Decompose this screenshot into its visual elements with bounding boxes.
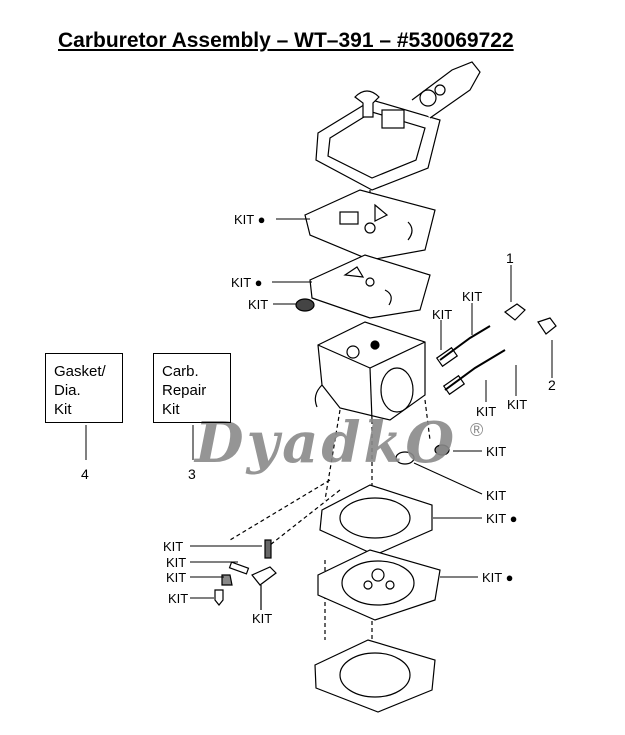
welch-plug <box>434 444 450 456</box>
gasket-dia-kit-box: Gasket/ Dia. Kit <box>45 353 123 423</box>
kit-label: KIT ● <box>482 570 514 585</box>
limiter-cap-2 <box>537 317 557 335</box>
kit-label: KIT <box>163 539 184 554</box>
kit-label: KIT <box>507 397 528 412</box>
pump-cover <box>315 61 481 191</box>
pump-gasket <box>309 254 431 319</box>
box-line: Dia. <box>54 382 81 399</box>
inlet-screen <box>295 298 315 312</box>
carburetor-body <box>314 321 426 421</box>
kit-label: KIT <box>166 555 187 570</box>
leader-lines <box>85 218 553 599</box>
callout-1: 1 <box>506 250 514 266</box>
carb-repair-kit-box: Carb. Repair Kit <box>153 353 231 423</box>
mixture-needles <box>435 325 506 396</box>
metering-diaphragm <box>317 549 441 621</box>
diagram-title: Carburetor Assembly – WT–391 – #53006972… <box>58 29 514 52</box>
box-line: Kit <box>162 401 180 418</box>
inlet-needle-parts <box>214 539 277 610</box>
watermark-logo: DyadkO <box>195 410 458 476</box>
kit-label: KIT <box>486 444 507 459</box>
box-line: Repair <box>162 382 207 399</box>
metering-cover <box>314 639 436 713</box>
kit-label: KIT <box>432 307 453 322</box>
kit-label: KIT ● <box>231 275 263 290</box>
callout-4: 4 <box>81 466 89 482</box>
limiter-cap-1 <box>503 303 526 321</box>
callout-3: 3 <box>188 466 196 482</box>
kit-label: KIT <box>252 611 273 626</box>
kit-label: KIT ● <box>234 212 266 227</box>
kit-label: KIT <box>486 488 507 503</box>
kit-label: KIT <box>248 297 269 312</box>
registered-mark: ® <box>470 420 484 440</box>
o-ring <box>395 451 415 465</box>
kit-label: KIT <box>168 591 189 606</box>
kit-label: KIT <box>476 404 497 419</box>
box-line: Gasket/ <box>54 363 106 380</box>
box-line: Carb. <box>162 363 199 380</box>
box-line: Kit <box>54 401 72 418</box>
callout-2: 2 <box>548 377 556 393</box>
kit-label: KIT ● <box>486 511 518 526</box>
metering-gasket <box>319 484 433 556</box>
kit-label: KIT <box>462 289 483 304</box>
pump-diaphragm <box>304 189 436 261</box>
kit-label: KIT <box>166 570 187 585</box>
